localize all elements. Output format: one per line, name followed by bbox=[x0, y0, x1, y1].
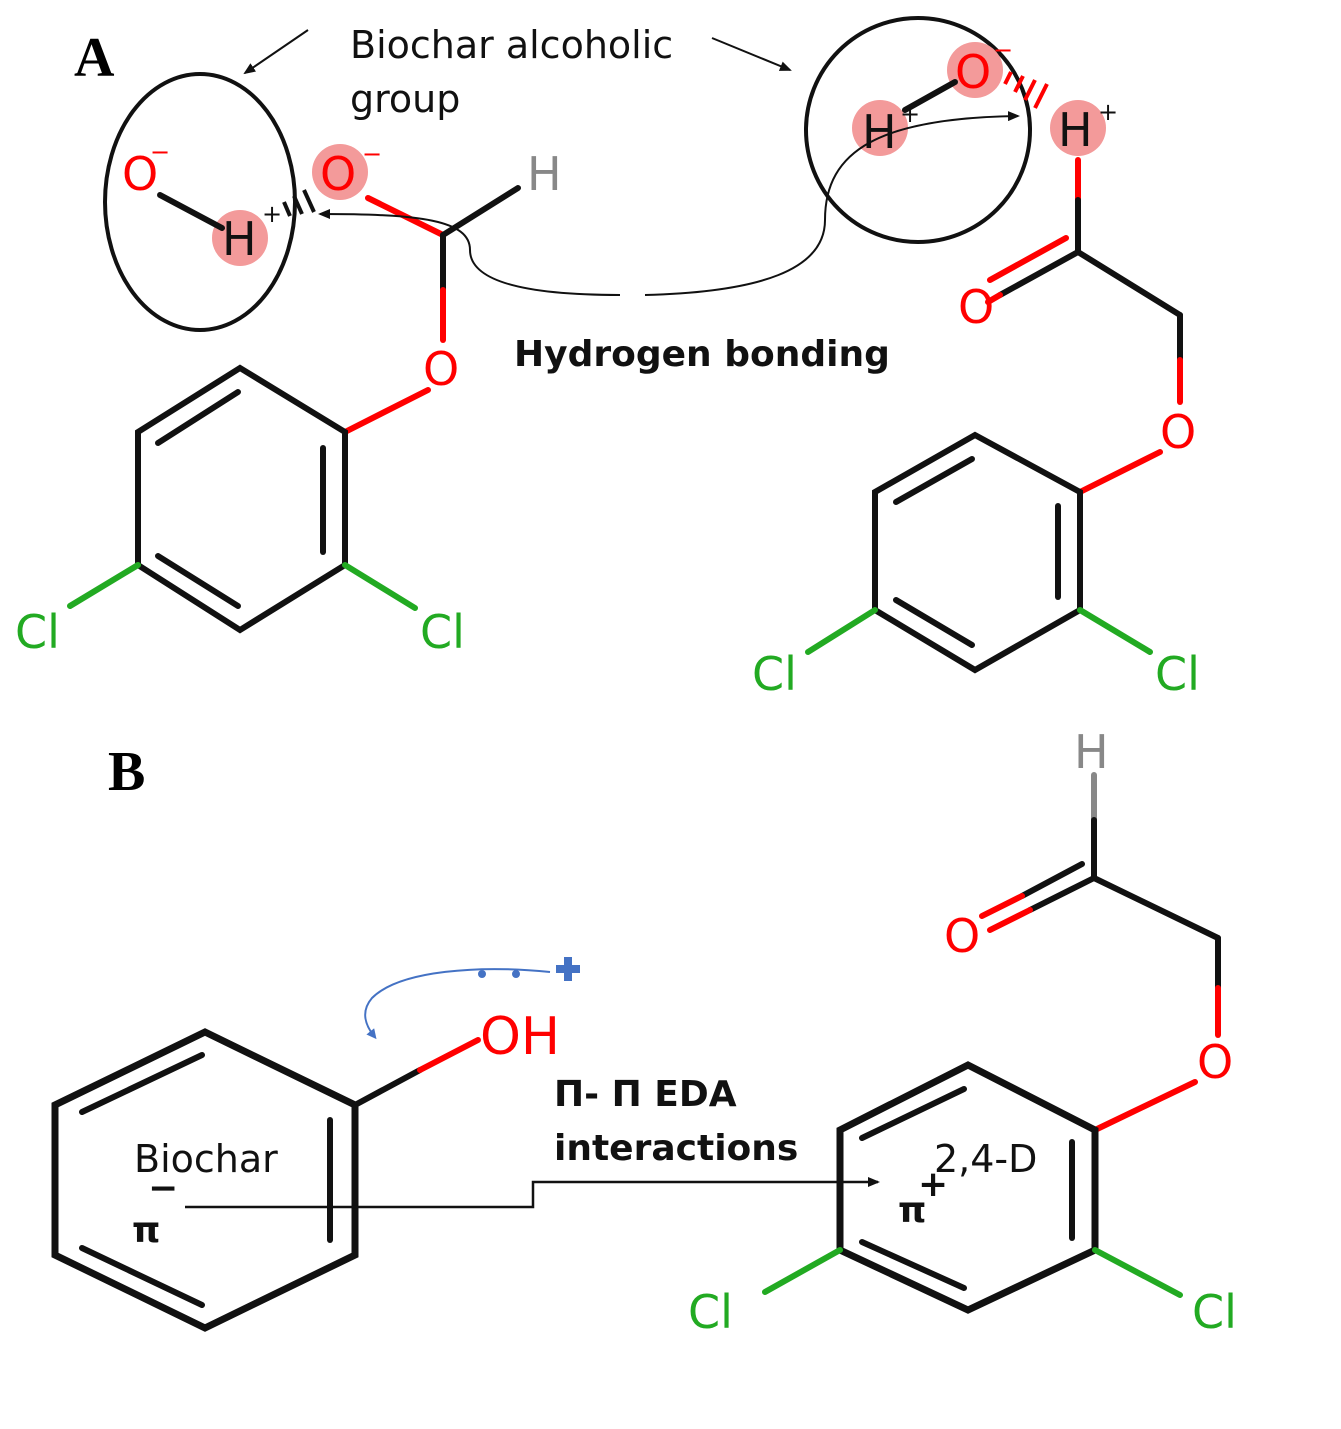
ether-ring-bond-right bbox=[1077, 449, 1163, 495]
carbonyl-double-black-b bbox=[1019, 861, 1085, 899]
hbond-arrow-right bbox=[644, 111, 1020, 296]
benzene-ring-right bbox=[872, 431, 1083, 674]
oxygen-atom-left-molecule: O bbox=[320, 147, 356, 201]
biochar-ring-double-3 bbox=[79, 1245, 205, 1308]
ether-ring-bond-left bbox=[342, 387, 431, 435]
panel-b-label: B bbox=[108, 741, 145, 803]
oxygen-charge-left: − bbox=[150, 138, 170, 166]
chlorine-atom-right-1: Cl bbox=[752, 647, 797, 701]
ether-ring-bond-b bbox=[1092, 1079, 1198, 1133]
hydrogen-bonding-label: Hydrogen bonding bbox=[514, 334, 890, 375]
target-ring-b bbox=[836, 1061, 1099, 1314]
hydrogen-charge-left: + bbox=[262, 200, 282, 228]
c-h-bond-left bbox=[440, 185, 521, 238]
carbonyl-bond-red-b bbox=[987, 907, 1033, 933]
pointer-arrow-right bbox=[711, 37, 792, 71]
h-highlight-right-molecule bbox=[1050, 100, 1106, 156]
pi-plus-symbol: π bbox=[898, 1190, 926, 1231]
biochar-group-label-line1: Biochar alcoholic bbox=[350, 23, 673, 67]
hydroxyl-group: OH bbox=[480, 1007, 560, 1067]
electron-flow-arrow bbox=[364, 968, 551, 1040]
ether-oxygen-right: O bbox=[1160, 405, 1196, 459]
biochar-oh-bond-red bbox=[417, 1037, 481, 1073]
chlorine-atom-b-1: Cl bbox=[688, 1285, 733, 1339]
ring-double-bond-right-3 bbox=[893, 597, 975, 648]
carbonyl-oxygen-b: O bbox=[944, 909, 980, 963]
oxygen-charge-right: − bbox=[993, 36, 1013, 64]
pi-minus-charge: − bbox=[148, 1168, 178, 1209]
pi-plus-charge: + bbox=[918, 1164, 948, 1205]
electron-dot-1 bbox=[478, 970, 486, 978]
h-highlight-left bbox=[212, 210, 268, 266]
carbonyl-oxygen-right: O bbox=[958, 280, 994, 334]
benzene-ring-left bbox=[135, 364, 348, 634]
hydrogen-charge-right-molecule: + bbox=[1098, 98, 1118, 126]
target-label: 2,4-D bbox=[934, 1137, 1037, 1181]
c-ch2-bond-right bbox=[1075, 249, 1183, 318]
o-highlight-right bbox=[947, 42, 1003, 98]
ring-double-bond-left-2 bbox=[155, 389, 241, 446]
h-highlight-right bbox=[852, 100, 908, 156]
ring-double-bond-left-3 bbox=[155, 553, 241, 609]
carbonyl-bond-black-b bbox=[1027, 875, 1097, 913]
biochar-label: Biochar bbox=[134, 1137, 278, 1181]
o-h-bond-left bbox=[157, 192, 225, 231]
carbonyl-bond-black-right bbox=[997, 249, 1081, 298]
hydrogen-atom-left: H bbox=[222, 212, 257, 266]
positive-charge-icon bbox=[556, 957, 580, 981]
o-highlight-left-molecule bbox=[312, 144, 368, 200]
oxygen-atom-right: O bbox=[955, 45, 991, 99]
pointer-arrow-left bbox=[243, 29, 309, 75]
chlorine-atom-left-2: Cl bbox=[420, 605, 465, 659]
hbond-hash-left bbox=[282, 189, 316, 217]
target-ring-double-3 bbox=[859, 1239, 967, 1291]
oxygen-atom-left: O bbox=[122, 147, 158, 201]
ether-oxygen-left: O bbox=[423, 342, 459, 396]
biochar-circle-right bbox=[804, 16, 1032, 244]
hydrogen-atom-right: H bbox=[862, 105, 897, 159]
hydrogen-atom-b: H bbox=[1074, 725, 1109, 779]
hbond-hash-right bbox=[1003, 71, 1049, 109]
carbonyl-double-red-b bbox=[979, 893, 1025, 919]
electron-dot-2 bbox=[512, 970, 520, 978]
cl-bond-b-2 bbox=[1092, 1247, 1183, 1298]
cl-bond-left-1 bbox=[67, 562, 141, 609]
carbonyl-bond-red-right bbox=[985, 292, 1003, 305]
target-ring-double-2 bbox=[859, 1086, 967, 1141]
biochar-group-label-line2: group bbox=[350, 77, 460, 121]
biochar-ring bbox=[51, 1028, 359, 1332]
chlorine-atom-left-1: Cl bbox=[15, 605, 60, 659]
hydrogen-charge-right: + bbox=[900, 100, 920, 128]
eda-label-line2: interactions bbox=[554, 1128, 798, 1169]
chlorine-atom-right-2: Cl bbox=[1155, 647, 1200, 701]
cl-bond-left-2 bbox=[342, 562, 418, 611]
o-h-bond-right bbox=[902, 79, 958, 113]
biochar-ring-double-2 bbox=[79, 1052, 205, 1115]
oxygen-charge-left-molecule: − bbox=[362, 140, 382, 168]
pi-minus-symbol: π bbox=[132, 1210, 160, 1251]
ether-oxygen-b: O bbox=[1197, 1035, 1233, 1089]
eda-label-line1: Π- Π EDA bbox=[554, 1074, 737, 1115]
carbonyl-double-right bbox=[987, 235, 1069, 283]
biochar-oh-bond-black bbox=[352, 1067, 423, 1108]
chlorine-atom-b-2: Cl bbox=[1192, 1285, 1237, 1339]
cl-bond-right-2 bbox=[1077, 607, 1153, 655]
panel-a-label: A bbox=[74, 27, 115, 89]
hydrogen-atom-top-left: H bbox=[527, 147, 562, 201]
cl-bond-right-1 bbox=[805, 607, 878, 655]
c-ch2-bond-b bbox=[1091, 875, 1221, 941]
eda-arrow bbox=[185, 1177, 880, 1209]
hbond-arrow-left bbox=[318, 209, 621, 296]
ring-double-bond-right-2 bbox=[893, 456, 975, 505]
cl-bond-b-1 bbox=[762, 1247, 843, 1295]
hydrogen-atom-right-molecule: H bbox=[1058, 103, 1093, 157]
